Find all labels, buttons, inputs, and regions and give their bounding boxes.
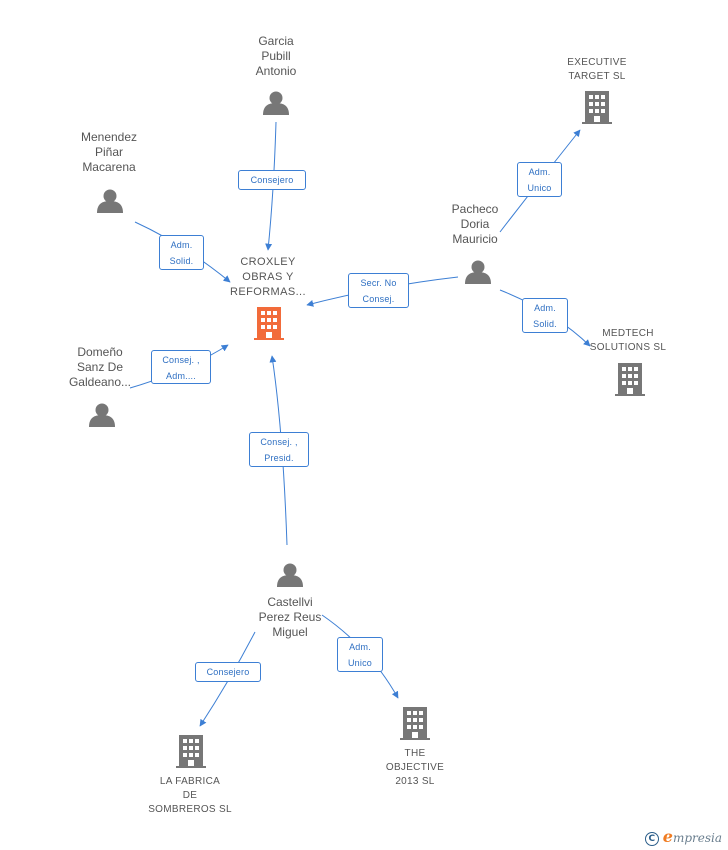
edge-label-pacheco-main[interactable]: Secr. No Consej. xyxy=(348,273,409,308)
node-label-pacheco[interactable]: Pacheco Doria Mauricio xyxy=(451,202,499,246)
building-icon-fabrica[interactable] xyxy=(176,735,206,768)
building-icon-medtech[interactable] xyxy=(615,363,645,396)
node-label-menendez[interactable]: Menendez Piñar Macarena xyxy=(80,130,138,174)
building-icon-main[interactable] xyxy=(254,307,284,340)
person-icon-garcia[interactable] xyxy=(263,91,289,116)
edge-label-castellvi-objective[interactable]: Adm. Unico xyxy=(337,637,383,672)
node-label-objective[interactable]: THE OBJECTIVE 2013 SL xyxy=(385,748,445,787)
node-label-garcia[interactable]: Garcia Pubill Antonio xyxy=(255,34,297,78)
node-label-domeno[interactable]: Domeño Sanz De Galdeano... xyxy=(68,345,132,389)
node-label-medtech[interactable]: MEDTECH SOLUTIONS SL xyxy=(589,328,667,353)
edge-label-domeno-main[interactable]: Consej. , Adm.... xyxy=(151,350,211,384)
person-icon-domeno[interactable] xyxy=(89,403,115,428)
edge-label-pacheco-executive[interactable]: Adm. Unico xyxy=(517,162,562,197)
node-label-executive[interactable]: EXECUTIVE TARGET SL xyxy=(567,57,627,82)
edge-label-castellvi-fabrica[interactable]: Consejero xyxy=(195,662,261,682)
building-icon-executive[interactable] xyxy=(582,91,612,124)
person-icon-menendez[interactable] xyxy=(97,189,123,214)
node-label-fabrica[interactable]: LA FABRICA DE SOMBREROS SL xyxy=(148,776,232,815)
person-icon-castellvi[interactable] xyxy=(277,563,303,588)
edge-label-pacheco-medtech[interactable]: Adm. Solid. xyxy=(522,298,568,333)
edge-label-menendez-main[interactable]: Adm. Solid. xyxy=(159,235,204,270)
building-icon-objective[interactable] xyxy=(400,707,430,740)
edge-label-garcia-main[interactable]: Consejero xyxy=(238,170,306,190)
node-label-main[interactable]: CROXLEY OBRAS Y REFORMAS... xyxy=(230,256,306,298)
person-icon-pacheco[interactable] xyxy=(465,260,491,285)
copyright-icon: C xyxy=(644,831,659,846)
node-label-castellvi[interactable]: Castellvi Perez Reus Miguel xyxy=(258,595,322,639)
edge-label-castellvi-main[interactable]: Consej. , Presid. xyxy=(249,432,309,467)
